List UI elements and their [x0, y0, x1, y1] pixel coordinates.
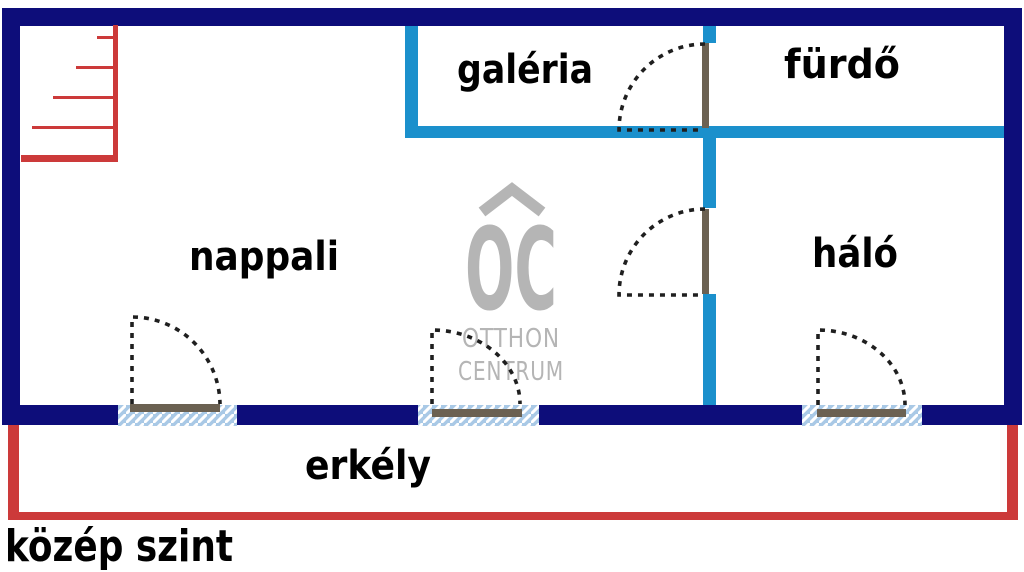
interior-wall-center-middle — [703, 128, 716, 208]
outer-wall-right — [1004, 8, 1022, 425]
room-label-galeria: galéria — [457, 47, 593, 93]
door-swing-center — [617, 207, 706, 297]
stairs-stringer — [113, 25, 118, 162]
room-label-furdo: fürdő — [784, 42, 900, 88]
balcony-rail-bottom — [8, 512, 1018, 520]
interior-wall-galeria-left — [405, 26, 418, 138]
stairs-step-3 — [53, 96, 118, 99]
roof-chevron-icon — [478, 182, 546, 217]
room-label-nappali: nappali — [189, 234, 339, 280]
door-swings — [130, 42, 907, 406]
room-label-erkely: erkély — [305, 443, 431, 489]
stairs-step-4 — [32, 126, 118, 129]
outer-wall-left — [2, 8, 20, 425]
watermark-monogram: OC — [465, 204, 557, 336]
door-swing-galeria — [617, 42, 706, 132]
room-label-halo: háló — [812, 231, 898, 277]
staircase — [21, 25, 118, 162]
door-leaf-center — [702, 209, 709, 294]
outer-wall-top — [2, 8, 1022, 26]
watermark-logo: OC OTTHON CENTRUM — [458, 182, 563, 387]
balcony-rail-right — [1007, 425, 1018, 520]
room-labels: galéria fürdő nappali háló erkély — [189, 42, 900, 489]
level-label: közép szint — [5, 521, 233, 572]
door-leaf-center-balcony — [432, 409, 522, 417]
interior-wall-center-lower — [703, 294, 716, 405]
stairs-base — [21, 155, 118, 162]
interior-wall-center-upper — [703, 26, 716, 43]
door-leaf-nappali-balcony — [130, 404, 220, 412]
stairs-step-2 — [76, 66, 118, 69]
stairs-step-1 — [97, 36, 118, 39]
interior-walls — [405, 26, 1004, 405]
balcony-rail-left — [8, 425, 19, 520]
door-leaf-halo-balcony — [817, 409, 906, 417]
balcony-railing — [8, 425, 1018, 520]
watermark-name-line1: OTTHON — [462, 324, 560, 354]
door-leaves — [130, 43, 906, 417]
door-leaf-galeria — [702, 43, 709, 128]
